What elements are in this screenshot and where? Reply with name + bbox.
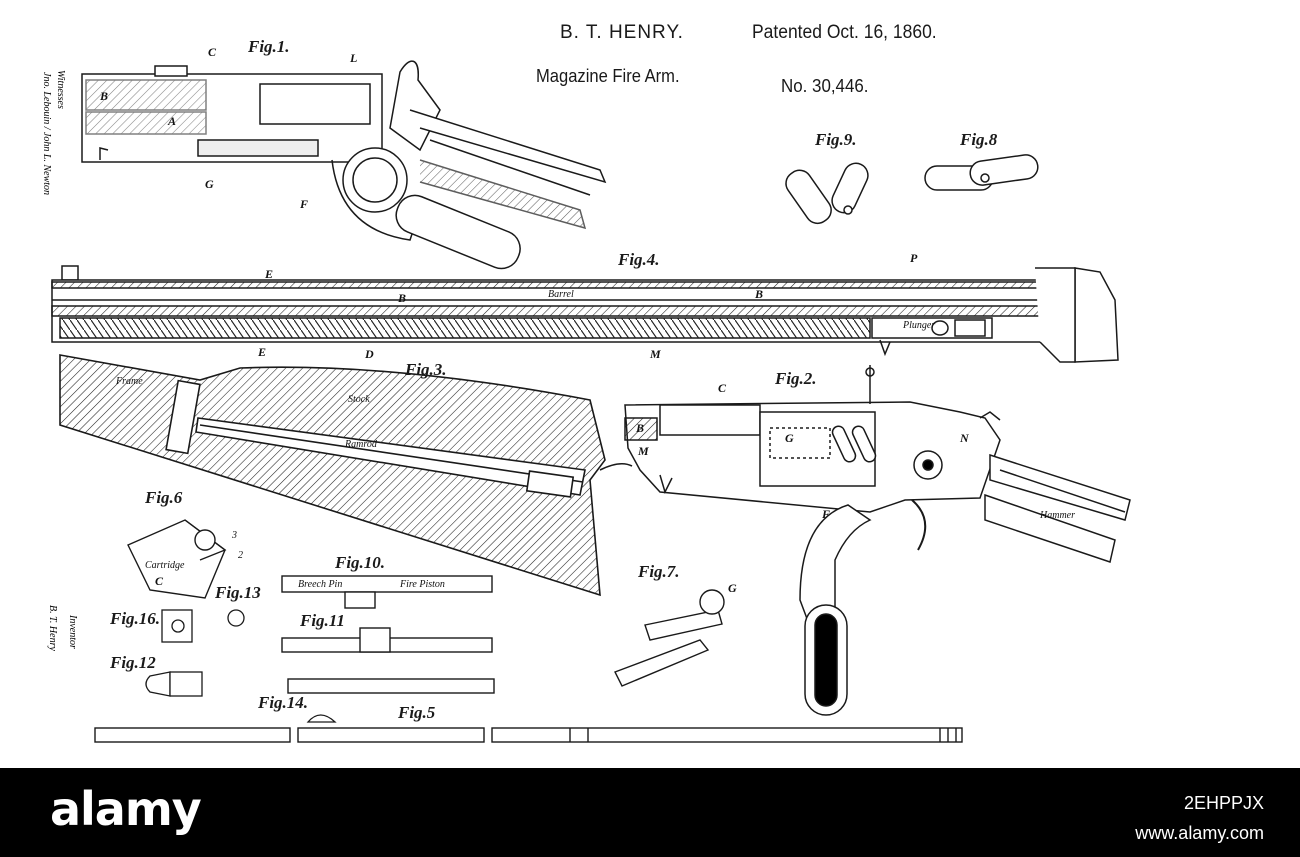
fig-1-label: Fig.1.: [247, 37, 290, 56]
figure-8: Fig.8: [925, 130, 1039, 190]
frame-label: Frame: [115, 376, 143, 387]
fig-10-label: Fig.10.: [334, 553, 385, 572]
fig-12-label: Fig.12: [109, 653, 156, 672]
svg-text:G: G: [205, 177, 214, 191]
svg-text:M: M: [649, 347, 661, 361]
site-url[interactable]: www.alamy.com: [1135, 818, 1264, 848]
svg-text:P: P: [910, 251, 918, 265]
inventor-signature-name: B. T. Henry: [47, 605, 58, 651]
inventor-signature: Inventor B. T. Henry: [47, 605, 78, 651]
fig-3-label: Fig.3.: [404, 360, 447, 379]
patent-drawing-sheet: B. T. HENRY. Patented Oct. 16, 1860. Mag…: [0, 0, 1300, 768]
svg-text:D: D: [364, 347, 374, 361]
figure-12-bar: [288, 679, 494, 693]
figure-6: Fig.6 Cartridge C 3 2: [128, 488, 243, 598]
figure-16: Fig.16.: [109, 609, 192, 642]
figure-7: Fig.7. G: [615, 562, 737, 686]
barrel-label: Barrel: [548, 289, 574, 300]
svg-text:F: F: [821, 507, 830, 521]
breech-pin-label: Breech Pin: [298, 579, 342, 590]
svg-text:L: L: [349, 51, 357, 65]
svg-text:G: G: [785, 431, 794, 445]
fig-9-label: Fig.9.: [814, 130, 857, 149]
svg-text:M: M: [637, 444, 649, 458]
svg-text:3: 3: [231, 530, 237, 541]
svg-text:C: C: [208, 45, 217, 59]
svg-text:B: B: [99, 89, 108, 103]
stock-label: Stock: [348, 394, 370, 405]
image-credit: 2EHPPJX www.alamy.com: [1135, 788, 1264, 848]
svg-text:B: B: [635, 421, 644, 435]
figure-11: Fig.11: [282, 611, 492, 652]
svg-text:2: 2: [238, 550, 243, 561]
svg-text:F: F: [299, 197, 308, 211]
fig-4-label: Fig.4.: [617, 250, 660, 269]
witnesses-label: Witnesses: [55, 70, 66, 109]
fig-2-label: Fig.2.: [774, 369, 817, 388]
svg-text:C: C: [718, 381, 727, 395]
plunger-label: Plunger: [902, 320, 935, 331]
inventor-label: Inventor: [67, 614, 78, 649]
hammer-label: Hammer: [1039, 510, 1075, 521]
fig-16-label: Fig.16.: [109, 609, 160, 628]
svg-text:N: N: [959, 431, 970, 445]
fig-11-label: Fig.11: [299, 611, 345, 630]
svg-text:E: E: [257, 345, 266, 359]
watermark-footer: alamy 2EHPPJX www.alamy.com: [0, 768, 1300, 857]
alamy-logo[interactable]: alamy: [50, 782, 201, 836]
witnesses-signature: Witnesses Jno. Lebouin / John L. Newton: [41, 70, 66, 195]
fig-14-label: Fig.14.: [257, 693, 308, 712]
rifle-drawing: Witnesses Jno. Lebouin / John L. Newton …: [0, 0, 1300, 768]
figure-13: Fig.13: [214, 583, 261, 626]
fig-5-label: Fig.5: [397, 703, 436, 722]
figure-14: Fig.14.: [257, 693, 335, 722]
fig-8-label: Fig.8: [959, 130, 998, 149]
figure-2-receiver: Fig.2. C B M G N F Hammer: [625, 365, 1130, 715]
svg-text:B: B: [754, 287, 763, 301]
figure-1: Fig.1. C G F B A L: [82, 37, 605, 274]
fig-7-label: Fig.7.: [637, 562, 680, 581]
figure-9: Fig.9.: [781, 130, 872, 228]
witness-names: Jno. Lebouin / John L. Newton: [41, 72, 52, 195]
figure-10: Fig.10. Breech Pin Fire Piston: [282, 553, 492, 608]
fig-6-label: Fig.6: [144, 488, 183, 507]
svg-text:C: C: [155, 574, 164, 588]
svg-text:E: E: [264, 267, 273, 281]
svg-text:B: B: [397, 291, 406, 305]
cartridge-label: Cartridge: [145, 560, 185, 571]
firing-pin-label: Fire Piston: [399, 579, 445, 590]
ramrod-label: Ramrod: [344, 439, 378, 450]
fig-13-label: Fig.13: [214, 583, 261, 602]
svg-text:G: G: [728, 581, 737, 595]
image-id: 2EHPPJX: [1135, 788, 1264, 818]
figure-12: Fig.12: [109, 653, 202, 696]
svg-text:A: A: [167, 114, 176, 128]
figure-4-barrel: Fig.4. Barrel Plunger E B B P E D M: [52, 250, 1118, 362]
